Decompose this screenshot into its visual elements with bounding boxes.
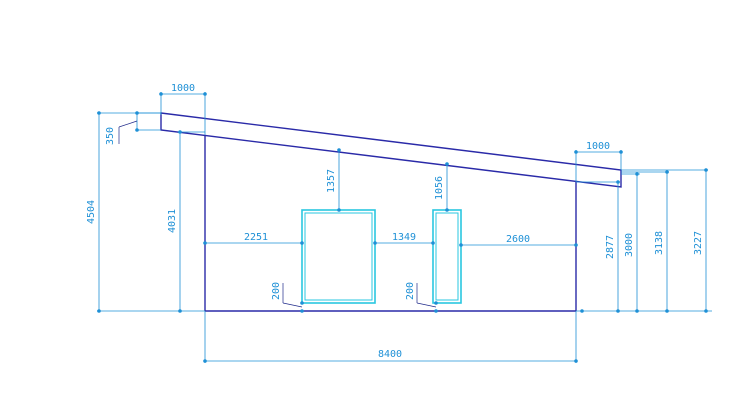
dim-total-height-left: 4504 (86, 111, 205, 313)
dim-roof-thickness: 350 (105, 111, 161, 145)
dim-height-3000-label: 3000 (624, 233, 635, 257)
dim-wall-height-left-label: 4031 (167, 209, 178, 233)
dim-window1-to-roof: 1357 (326, 148, 341, 212)
dim-window2-to-roof-label: 1056 (434, 176, 445, 200)
dim-window1-to-window2-label: 1349 (392, 232, 416, 243)
dim-height-3138-label: 3138 (654, 231, 665, 255)
dim-total-length-label: 8400 (378, 349, 402, 360)
dim-window2-sill: 200 (405, 282, 438, 313)
dim-window2-sill-label: 200 (405, 282, 416, 300)
dim-overhang-left: 1000 (159, 83, 207, 135)
dim-window2-to-roof: 1056 (434, 162, 449, 212)
dim-height-3227-label: 3227 (693, 231, 704, 255)
building-outline (160, 112, 622, 312)
window-2 (432, 209, 462, 304)
dim-window1-sill: 200 (271, 282, 304, 313)
dim-window1-sill-label: 200 (271, 282, 282, 300)
roof-slab (160, 112, 622, 188)
dim-window1-to-window2: 1349 (373, 232, 435, 245)
dim-wall-height-left: 4031 (167, 130, 205, 313)
dim-window2-to-right: 2600 (459, 234, 578, 247)
dim-window2-to-right-label: 2600 (506, 234, 530, 245)
window-1 (301, 209, 376, 304)
dim-overhang-right-label: 1000 (586, 141, 610, 152)
dim-total-height-left-label: 4504 (86, 200, 97, 224)
dim-total-length: 8400 (203, 311, 578, 363)
dim-overhang-right: 1000 (574, 141, 623, 182)
dim-overhang-left-label: 1000 (171, 83, 195, 94)
dim-wall-height-right-label: 2877 (605, 235, 616, 259)
dim-left-to-window1: 2251 (203, 232, 304, 245)
dim-window1-to-roof-label: 1357 (326, 169, 337, 193)
dim-left-to-window1-label: 2251 (244, 232, 268, 243)
dim-roof-thickness-label: 350 (105, 127, 116, 145)
dim-right-heights: 2877 3000 3138 3227 (576, 168, 712, 313)
